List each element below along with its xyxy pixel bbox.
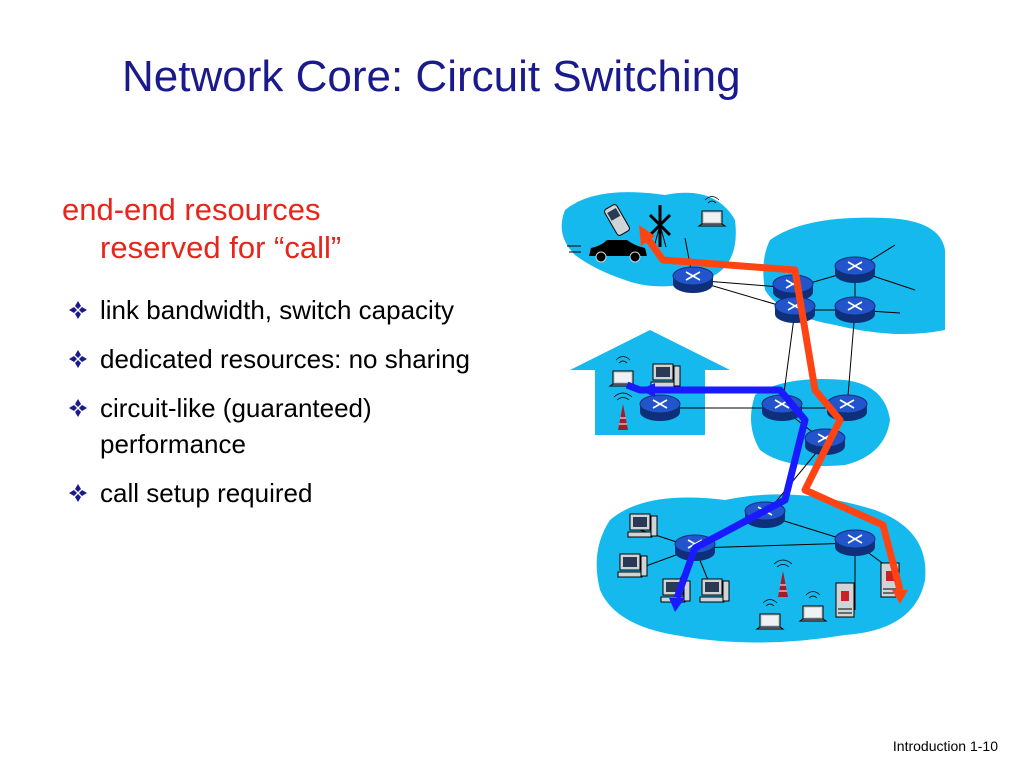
server-icon xyxy=(835,582,855,618)
red-path-arrowhead xyxy=(892,590,908,604)
bullet-text: circuit-like (guaranteed) performance xyxy=(100,393,372,459)
cell-tower-icon xyxy=(648,205,672,248)
router-icon xyxy=(834,256,876,284)
router-icon xyxy=(639,394,681,422)
red-path-arrowhead xyxy=(639,225,655,246)
router-icon xyxy=(672,266,714,294)
diamond-bullet-icon xyxy=(69,350,87,368)
slide-footer: Introduction 1-10 xyxy=(892,738,998,754)
bullet-list: link bandwidth, switch capacity dedicate… xyxy=(62,292,502,524)
home-network-house xyxy=(570,330,730,435)
circuit-switching-diagram xyxy=(561,192,945,643)
diamond-bullet-icon xyxy=(69,301,87,319)
blue-path-arrowhead xyxy=(639,383,655,397)
cell-phone-icon xyxy=(604,204,630,236)
bullet-item: link bandwidth, switch capacity xyxy=(62,292,502,328)
desktop-computer-icon xyxy=(650,363,681,388)
bullet-text: call setup required xyxy=(100,478,313,508)
section-heading: end-end resources reserved for “call” xyxy=(62,191,482,267)
red-circuit-path xyxy=(642,232,904,591)
router-icon xyxy=(774,296,816,324)
bullet-item: circuit-like (guaranteed) performance xyxy=(62,390,502,462)
bullet-item: dedicated resources: no sharing xyxy=(62,341,502,377)
heading-line-2: reserved for “call” xyxy=(100,230,342,265)
bullet-text: dedicated resources: no sharing xyxy=(100,344,471,374)
bullet-text: link bandwidth, switch capacity xyxy=(100,295,455,325)
diamond-bullet-icon xyxy=(69,484,87,502)
bullet-item: call setup required xyxy=(62,475,502,511)
desktop-computer-icon xyxy=(699,578,730,603)
blue-path-arrowhead xyxy=(669,598,685,612)
diamond-bullet-icon xyxy=(69,399,87,417)
router-icon xyxy=(834,529,876,557)
desktop-computer-icon xyxy=(627,513,658,538)
heading-line-1: end-end resources xyxy=(62,192,321,227)
slide-title: Network Core: Circuit Switching xyxy=(122,52,741,101)
desktop-computer-icon xyxy=(617,553,648,578)
car-icon xyxy=(567,240,647,263)
router-icon xyxy=(834,296,876,324)
